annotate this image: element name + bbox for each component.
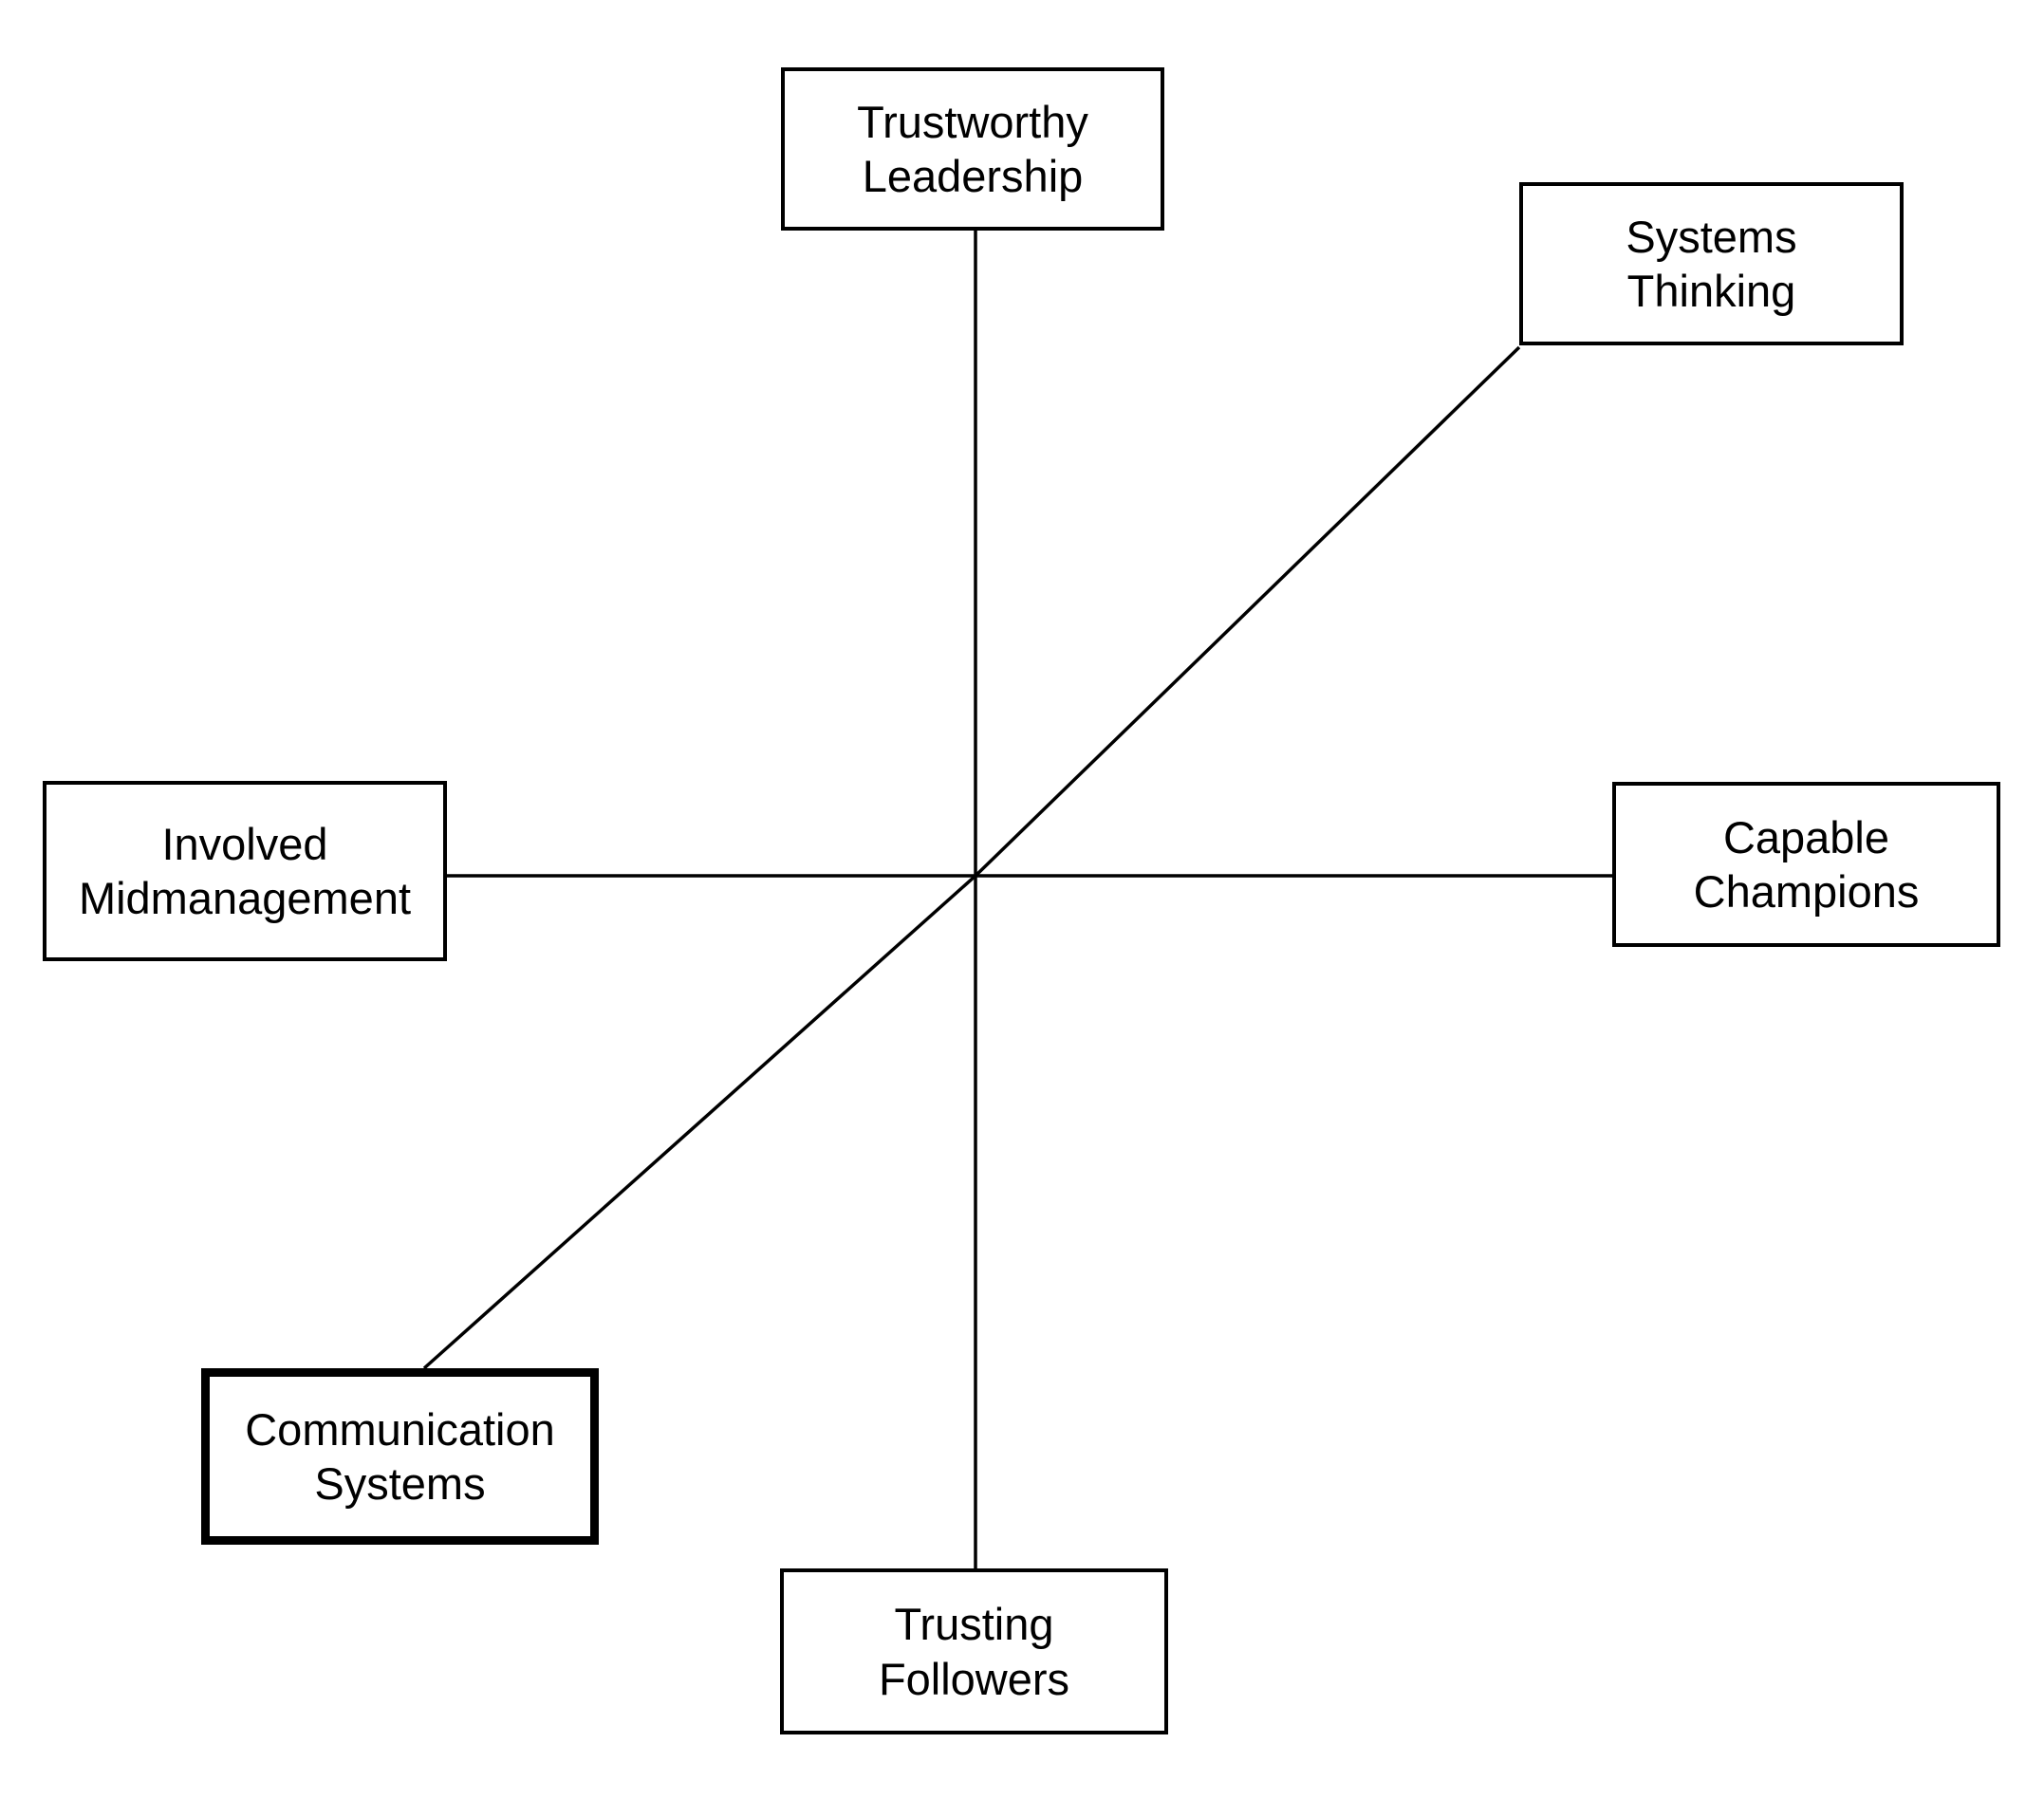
node-label: Trustworthy Leadership bbox=[857, 96, 1088, 201]
node-trusting-followers: Trusting Followers bbox=[780, 1568, 1168, 1734]
connector-systems-to-communication bbox=[422, 345, 1521, 1370]
node-trustworthy-leadership: Trustworthy Leadership bbox=[781, 67, 1164, 231]
node-label: Trusting Followers bbox=[878, 1599, 1070, 1704]
node-label: Communication Systems bbox=[245, 1403, 555, 1509]
node-label: Systems Thinking bbox=[1626, 211, 1797, 316]
node-label: Capable Champions bbox=[1693, 811, 1920, 917]
node-systems-thinking: Systems Thinking bbox=[1519, 182, 1904, 345]
node-capable-champions: Capable Champions bbox=[1612, 782, 2000, 947]
node-involved-midmanagement: Involved Midmanagement bbox=[43, 781, 447, 961]
node-label: Involved Midmanagement bbox=[78, 818, 412, 923]
node-communication-systems: Communication Systems bbox=[201, 1368, 599, 1545]
